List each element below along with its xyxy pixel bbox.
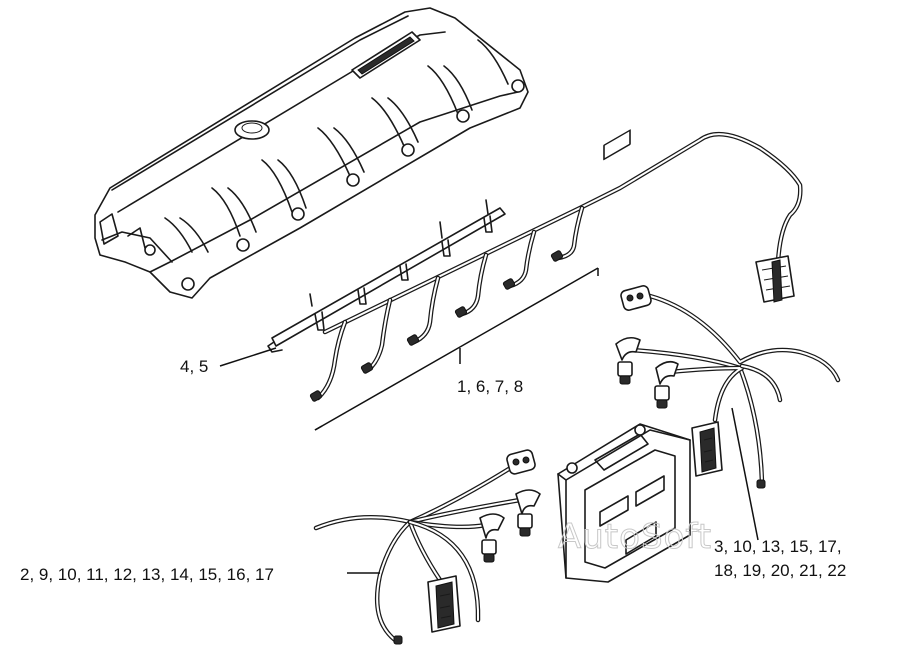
- terminal-plug: [756, 479, 766, 489]
- callout-right-harness-line1: 3, 10, 13, 15, 17,: [714, 537, 842, 556]
- injector-harness-connector: [755, 255, 795, 303]
- cover-ribs: [164, 39, 509, 253]
- left-harness: [313, 449, 541, 645]
- cover-logo-plate: [351, 31, 421, 79]
- ecu-module: [557, 129, 691, 583]
- injector-rail: [267, 199, 506, 353]
- right-harness: [615, 285, 841, 489]
- elbow-connector-b: [654, 360, 679, 409]
- cover-bolts: [144, 79, 525, 291]
- left-harness-connectors: [393, 449, 541, 645]
- injector-drops: [315, 205, 585, 401]
- injector-plugs: [309, 250, 564, 402]
- elbow-connector-c: [515, 489, 541, 537]
- elbow-connector-a: [615, 336, 641, 385]
- cover-rail-leader: [219, 347, 277, 367]
- right-harness-connectors: [615, 285, 766, 489]
- injector-harness: [309, 131, 803, 402]
- callout-left-harness: 2, 9, 10, 11, 12, 13, 14, 15, 16, 17: [20, 565, 274, 584]
- elbow-connector-d: [479, 513, 505, 563]
- round-connector-top: [620, 285, 652, 311]
- callout-right-harness-line2: 18, 19, 20, 21, 22: [714, 561, 846, 580]
- watermark: AutoSoft: [558, 517, 712, 557]
- callout-injector-harness: 1, 6, 7, 8: [457, 377, 523, 396]
- round-connector-left: [506, 449, 536, 475]
- ecu-connector-right: [691, 421, 723, 477]
- terminal-plug-left: [393, 635, 403, 645]
- ecu-ports: [599, 129, 665, 555]
- oil-filler-cap: [234, 120, 270, 140]
- right-harness-leader: [731, 407, 759, 541]
- rail-tabs: [309, 199, 493, 331]
- callout-cover-rail: 4, 5: [180, 357, 208, 376]
- injector-harness-bracket: [314, 267, 599, 431]
- valve-cover: [94, 7, 529, 299]
- ecu-connector-left: [427, 575, 461, 633]
